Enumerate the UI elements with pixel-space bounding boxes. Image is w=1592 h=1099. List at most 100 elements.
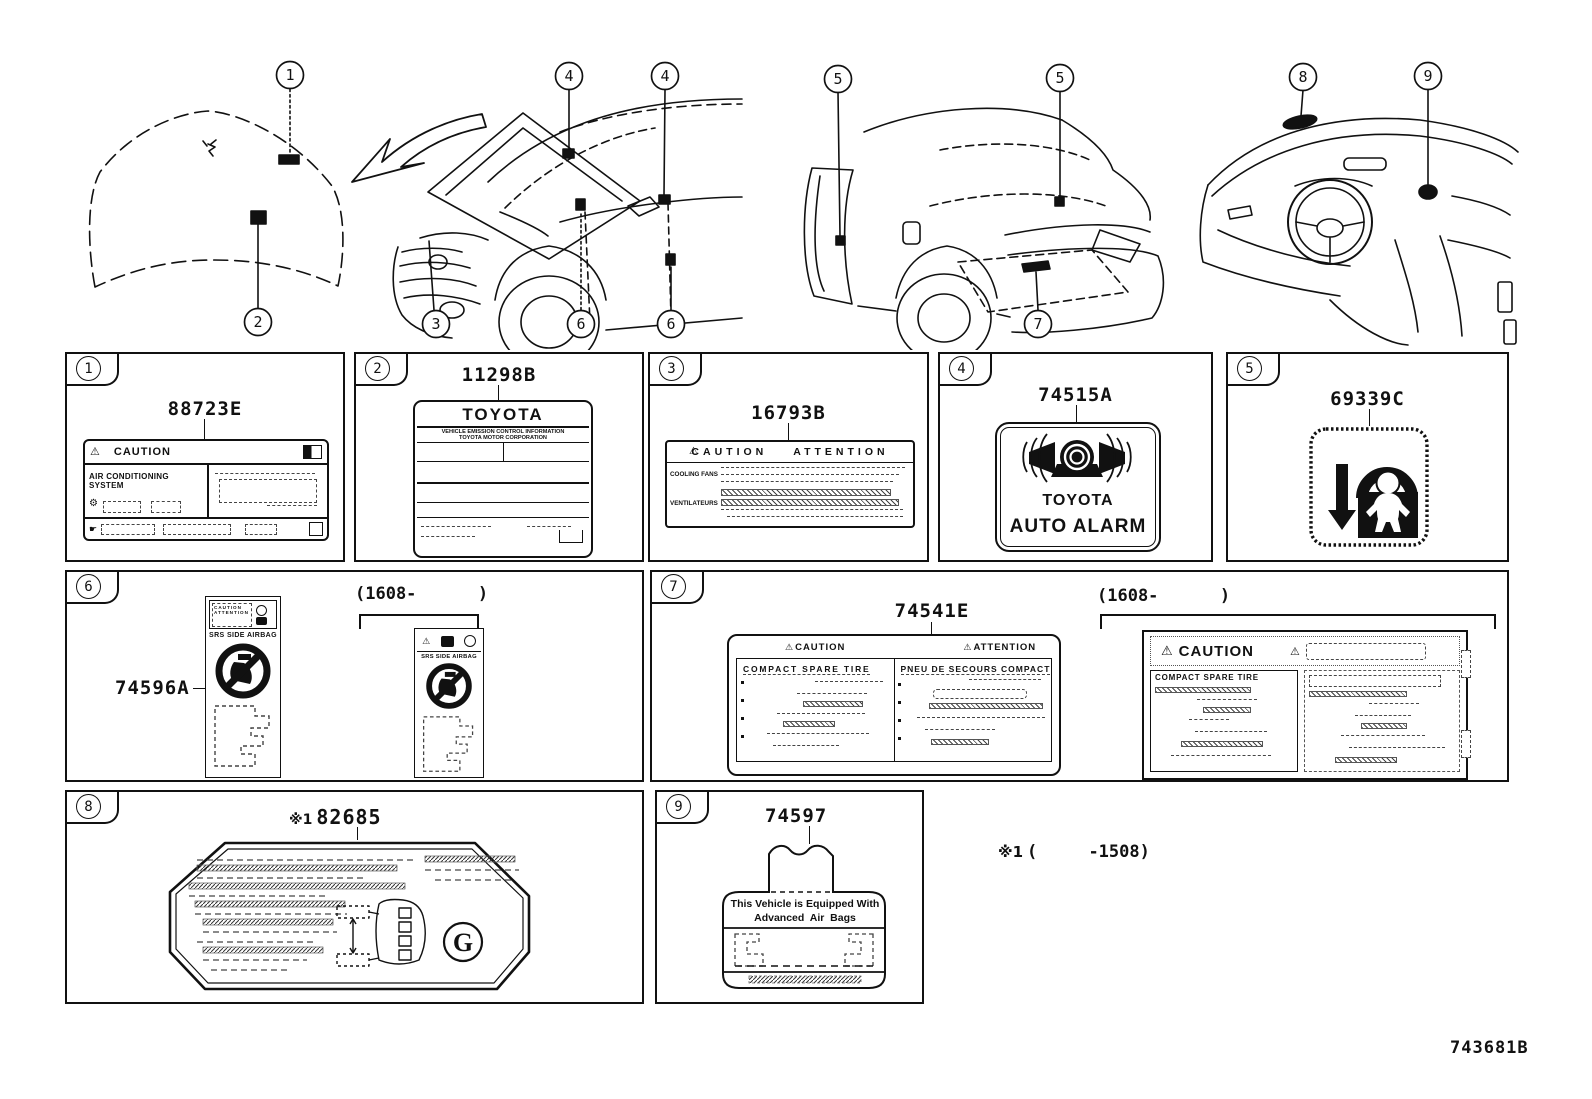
warning-triangle-icon: ⚠ xyxy=(422,635,431,646)
label-mark-8 xyxy=(1282,114,1318,130)
panel-tab: 9 xyxy=(657,792,709,824)
child-seat-icon xyxy=(440,635,454,647)
no-child-seat-icon xyxy=(426,663,472,709)
svg-text:5: 5 xyxy=(1055,69,1064,87)
panel-number: 1 xyxy=(76,356,101,381)
callout-9: 9 xyxy=(1413,61,1443,91)
svg-text:3: 3 xyxy=(431,315,440,333)
callout-1: 1 xyxy=(275,60,305,90)
callout-7: 7 xyxy=(1023,309,1053,339)
part-number-11298B: 11298B xyxy=(461,364,537,386)
label-mark-7 xyxy=(1021,260,1051,273)
manual-book-icon xyxy=(303,445,322,459)
variant-bracket xyxy=(359,614,479,629)
panel-number: 6 xyxy=(76,574,101,599)
child-lock-label xyxy=(1309,427,1429,547)
svg-text:G: G xyxy=(453,928,473,957)
circle-icon xyxy=(463,635,476,647)
callout-5: 5 xyxy=(1045,63,1075,93)
emission-info-line2: TOYOTA MOTOR CORPORATION xyxy=(459,435,547,441)
fuse-puller-diagram xyxy=(336,898,426,967)
callout-4: 4 xyxy=(554,61,584,91)
cooling-fans-text: COOLING FANS xyxy=(670,471,718,478)
fog-lamp xyxy=(439,301,465,319)
emission-info-line1: VEHICLE EMISSION CONTROL INFORMATION xyxy=(441,429,565,435)
direction-arrow-icon xyxy=(351,113,487,183)
down-arrow-icon xyxy=(1328,464,1356,530)
label-mark-2 xyxy=(250,210,267,225)
callout-2: 2 xyxy=(243,307,273,337)
srs-airbag-text: SRS SIDE AIRBAG xyxy=(209,632,277,639)
hood-underside-view: 1 2 xyxy=(88,60,344,337)
front-three-quarter-view: 4 4 3 6 6 xyxy=(392,61,743,350)
warning-triangle-icon: ⚠ xyxy=(1289,645,1300,658)
panel-number: 9 xyxy=(666,794,691,819)
panel-number: 4 xyxy=(949,356,974,381)
child-head xyxy=(1375,470,1401,496)
panel-tab: 5 xyxy=(1228,354,1280,386)
panel-tab: 1 xyxy=(67,354,119,386)
svg-text:6: 6 xyxy=(666,315,675,333)
open-front-door xyxy=(803,167,854,305)
advanced-airbag-label: This Vehicle is Equipped With Advanced A… xyxy=(705,836,905,996)
callout-8: 8 xyxy=(1288,62,1318,92)
panel-tab: 4 xyxy=(940,354,992,386)
label-text-schematic xyxy=(422,716,474,772)
alarm-siren-icon xyxy=(1022,433,1132,483)
no-child-seat-icon xyxy=(215,643,271,699)
fuse-box-label: G xyxy=(168,841,531,991)
panel-tab: 6 xyxy=(67,572,119,604)
dashboard-view: 8 9 xyxy=(1199,61,1519,346)
label-mark-6b xyxy=(665,253,676,266)
panel-number: 8 xyxy=(76,794,101,819)
gear-icon: ⚙ xyxy=(89,498,98,509)
panel-number: 3 xyxy=(659,356,684,381)
detail-panel-6: 6 74596A CAUTION ATTENTION SRS SIDE AIRB… xyxy=(65,570,644,782)
caution-text: CAUTION xyxy=(795,641,846,653)
svg-text:4: 4 xyxy=(564,67,573,85)
spare-tire-label-1608: ⚠ CAUTION ⚠ COMPACT SPARE TIRE xyxy=(1142,630,1471,780)
warning-triangle-icon: ⚠ xyxy=(1161,643,1173,658)
svg-text:4: 4 xyxy=(660,67,669,85)
svg-text:8: 8 xyxy=(1298,68,1307,86)
mini-caution: CAUTION xyxy=(214,604,242,610)
svg-text:9: 9 xyxy=(1423,67,1432,85)
figure-code: 743681B xyxy=(1450,1038,1529,1058)
circle-icon xyxy=(256,604,267,616)
part-number-74541E: 74541E xyxy=(894,600,970,622)
svg-text:7: 7 xyxy=(1033,315,1042,333)
svg-text:6: 6 xyxy=(576,315,585,333)
footnote-range: ( -1508) xyxy=(1027,842,1150,862)
detail-panel-7: 7 74541E ⚠ CAUTION ⚠ ATTENTION COMPACT S… xyxy=(650,570,1509,782)
label-mark-5a xyxy=(835,235,846,246)
label-text-schematic xyxy=(214,705,270,767)
label-mark-6a xyxy=(575,198,586,211)
fuel-door xyxy=(902,221,921,245)
advanced-airbag-line2: Advanced Air Bags xyxy=(754,912,856,924)
part-number-69339C: 69339C xyxy=(1330,388,1405,410)
front-wheel xyxy=(498,275,600,350)
label-mark-4a xyxy=(562,148,575,159)
child-seat-icon xyxy=(256,616,267,625)
attention-text: ATTENTION xyxy=(793,446,889,458)
callout-5: 5 xyxy=(823,64,853,94)
panel-tab: 8 xyxy=(67,792,119,824)
label-mark-9 xyxy=(1418,184,1438,200)
panel-number: 2 xyxy=(365,356,390,381)
detail-panel-9: 9 74597 This Vehicle is Equipped With Ad… xyxy=(655,790,924,1004)
vehicle-views: 1 2 xyxy=(88,60,1519,350)
fuse-legend-schematic xyxy=(188,855,519,971)
label-text-schematic xyxy=(734,933,874,967)
ac-caution-label: ⚠ CAUTION AIR CONDITIONING SYSTEM ⚙ ☛ xyxy=(83,439,329,541)
svg-text:2: 2 xyxy=(253,313,262,331)
washer-nozzle-glyph xyxy=(202,139,217,157)
srs-airbag-label: CAUTION ATTENTION SRS SIDE AIRBAG xyxy=(205,596,281,778)
pneu-secours-text: PNEU DE SECOURS COMPACT xyxy=(900,664,1051,675)
mini-attention: ATTENTION xyxy=(214,609,249,615)
part-number-74597: 74597 xyxy=(765,805,828,827)
panel-number: 5 xyxy=(1237,356,1262,381)
ventilateurs-text: VENTILATEURS xyxy=(670,500,718,507)
callout-6: 6 xyxy=(566,309,596,339)
part-number-82685: 82685 xyxy=(316,805,382,829)
detail-panel-8: 8 ※1 82685 xyxy=(65,790,644,1004)
